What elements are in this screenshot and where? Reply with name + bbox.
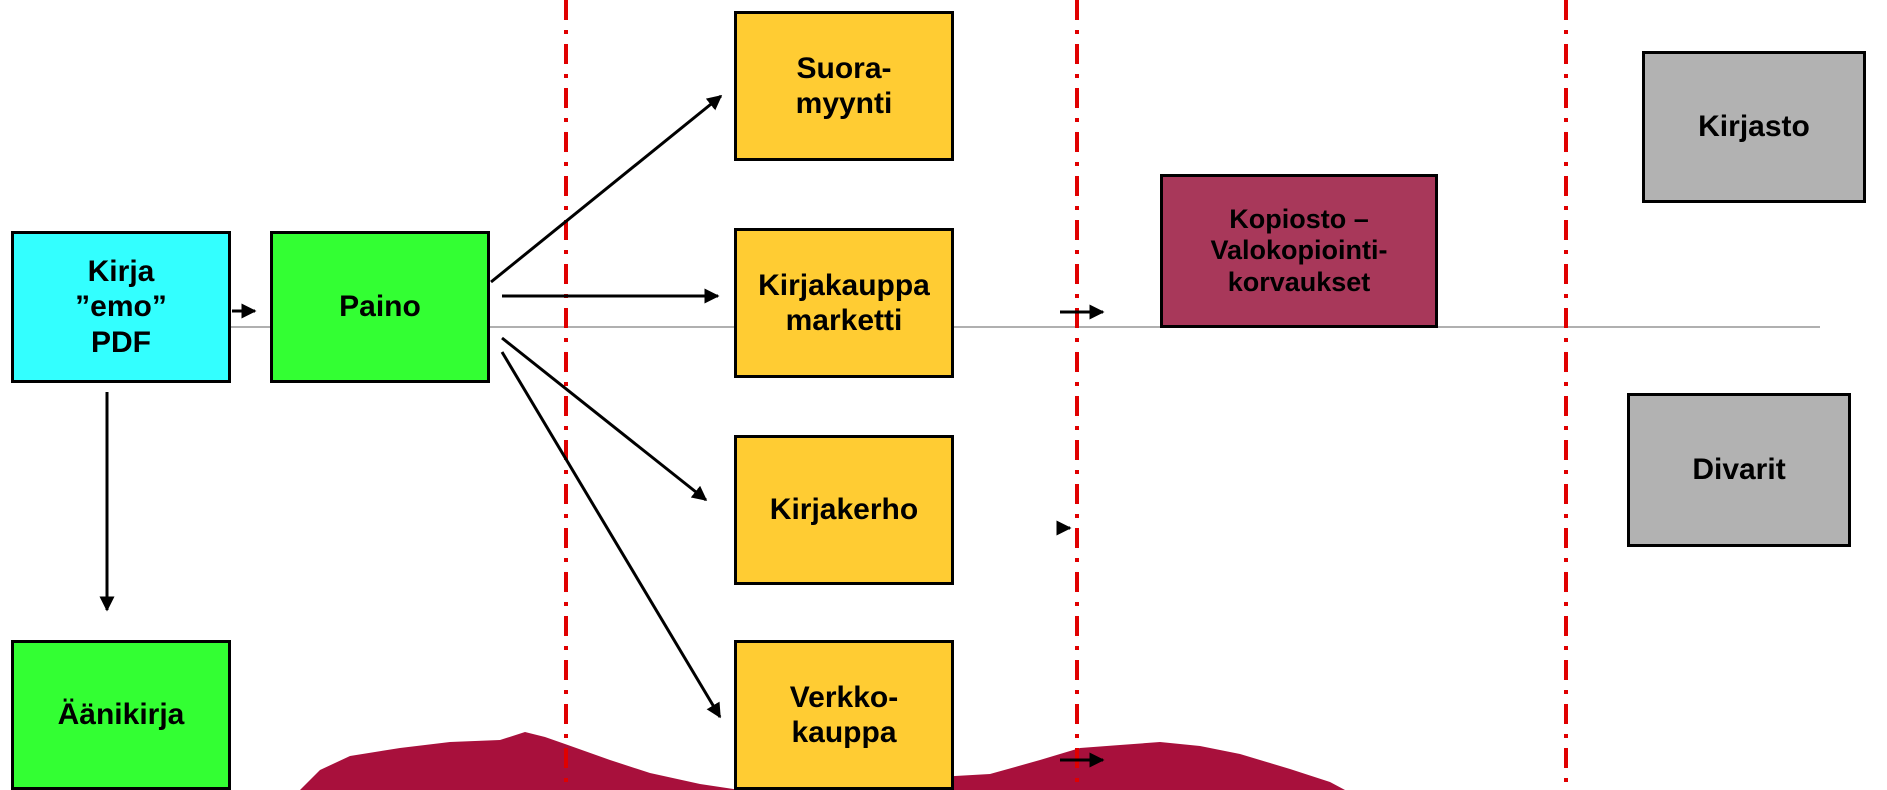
node-kirjakauppa: Kirjakauppa marketti — [734, 228, 954, 378]
node-suoramyynti: Suora- myynti — [734, 11, 954, 161]
node-kirjasto: Kirjasto — [1642, 51, 1866, 203]
node-divarit: Divarit — [1627, 393, 1851, 547]
node-verkkokauppa: Verkko- kauppa — [734, 640, 954, 790]
node-aanikirja: Äänikirja — [11, 640, 231, 790]
node-kopiosto: Kopiosto – Valokopiointi- korvaukset — [1160, 174, 1438, 328]
node-kirjakerho: Kirjakerho — [734, 435, 954, 585]
node-kirja: Kirja ”emo” PDF — [11, 231, 231, 383]
arrow-paino-to-verkkokauppa — [500, 351, 722, 719]
arrow-paino-to-suoramyynti — [490, 94, 723, 284]
terrain-shape — [300, 732, 1345, 790]
node-paino: Paino — [270, 231, 490, 383]
arrow-paino-to-kirjakerho — [501, 336, 708, 502]
